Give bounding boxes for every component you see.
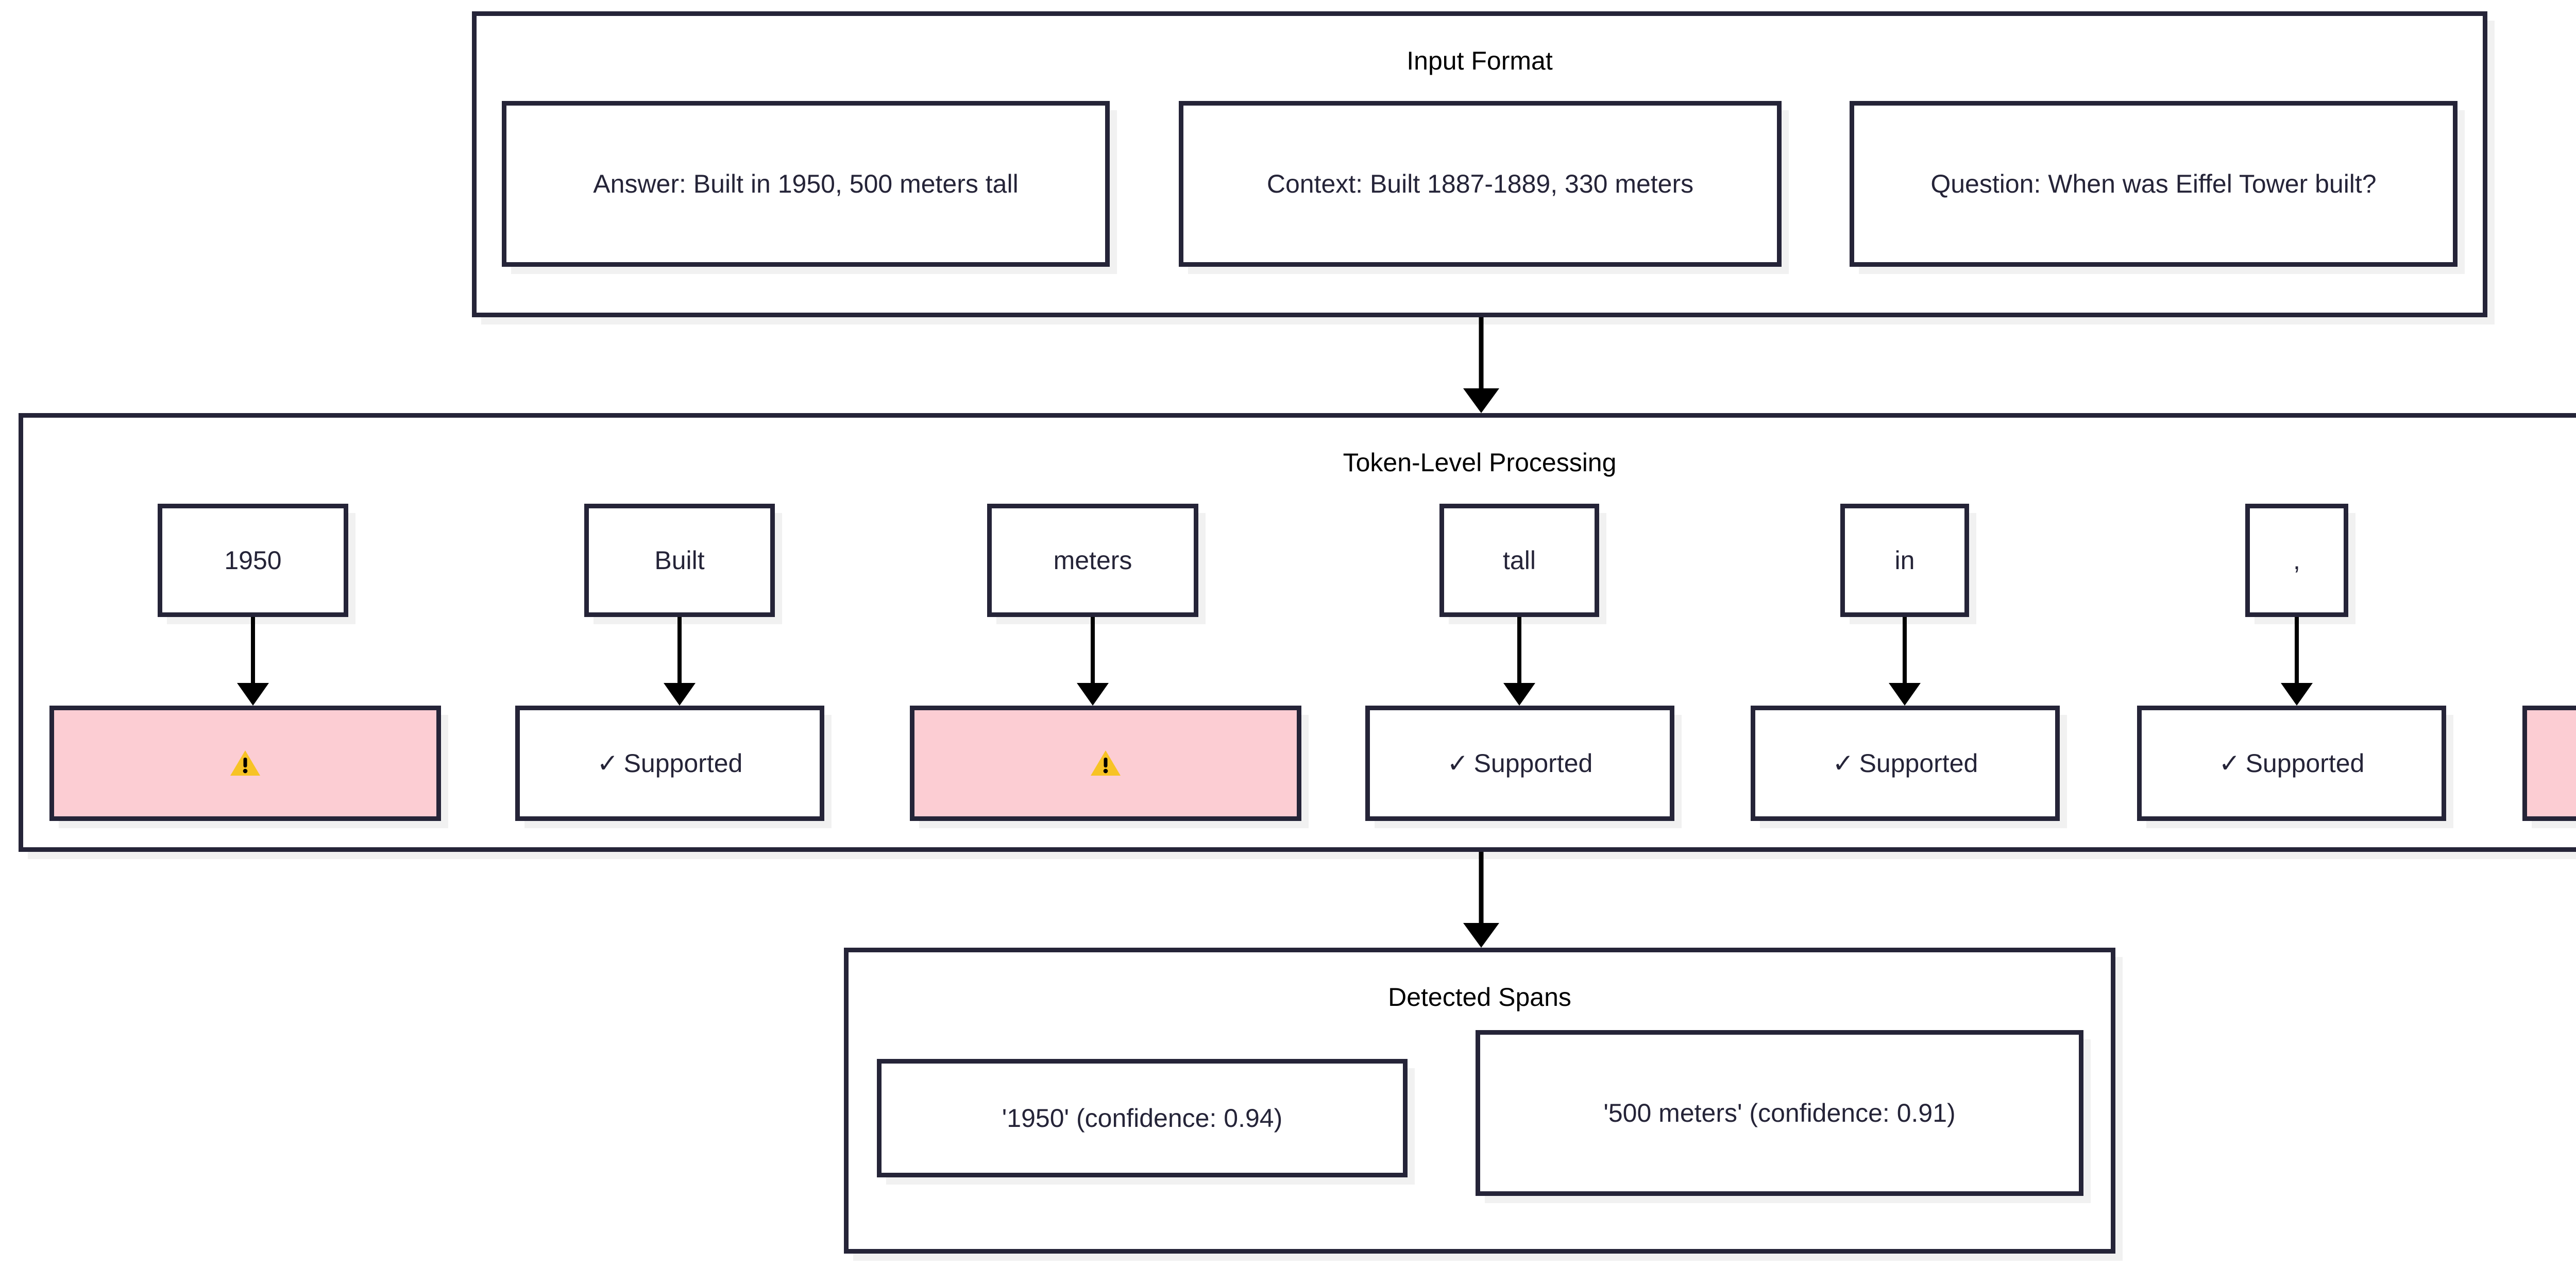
status-label: Supported xyxy=(2245,748,2365,778)
arrow-head xyxy=(237,683,269,706)
detected-span-box[interactable]: '1950' (confidence: 0.94) xyxy=(877,1059,1408,1177)
warning-triangle-icon xyxy=(229,749,261,778)
token-label: meters xyxy=(1053,545,1132,575)
input-question-label: Question: When was Eiffel Tower built? xyxy=(1930,169,2377,198)
arrow-head xyxy=(2281,683,2313,706)
cluster-input-format-title: Input Format xyxy=(1406,46,1553,75)
arrow-input-to-tokens xyxy=(1461,317,1502,413)
check-icon: ✓ xyxy=(2218,748,2241,778)
status-box-warning[interactable] xyxy=(49,706,441,821)
status-box-supported[interactable]: ✓ Supported xyxy=(1365,706,1674,821)
arrow-head xyxy=(1077,683,1109,706)
token-label: , xyxy=(2293,545,2300,575)
arrow-head xyxy=(1889,683,1921,706)
arrow-shaft xyxy=(1479,317,1484,389)
check-icon: ✓ xyxy=(597,748,619,778)
arrow-shaft xyxy=(1517,617,1521,683)
input-question-box[interactable]: Question: When was Eiffel Tower built? xyxy=(1850,101,2458,267)
status-label: Supported xyxy=(623,748,743,778)
cluster-token-processing-title: Token-Level Processing xyxy=(1343,448,1617,477)
detected-span-label: '500 meters' (confidence: 0.91) xyxy=(1603,1098,1956,1127)
check-icon: ✓ xyxy=(1447,748,1469,778)
status-box-supported[interactable]: ✓ Supported xyxy=(2137,706,2446,821)
arrow-token-to-status xyxy=(1884,617,1925,706)
arrow-shaft xyxy=(1479,852,1484,924)
token-label: 1950 xyxy=(224,545,282,575)
arrow-token-to-status xyxy=(2276,617,2317,706)
input-answer-box[interactable]: Answer: Built in 1950, 500 meters tall xyxy=(502,101,1110,267)
arrow-token-to-status xyxy=(659,617,700,706)
input-context-box[interactable]: Context: Built 1887-1889, 330 meters xyxy=(1179,101,1782,267)
detected-span-label: '1950' (confidence: 0.94) xyxy=(1002,1103,1283,1133)
token-label: tall xyxy=(1503,545,1536,575)
token-box[interactable]: meters xyxy=(987,504,1198,617)
arrow-shaft xyxy=(251,617,255,683)
status-label: Supported xyxy=(1473,748,1593,778)
detected-span-box[interactable]: '500 meters' (confidence: 0.91) xyxy=(1476,1030,2083,1196)
token-box[interactable]: tall xyxy=(1439,504,1599,617)
arrow-token-to-status xyxy=(1072,617,1113,706)
status-box-supported[interactable]: ✓ Supported xyxy=(1751,706,2060,821)
arrow-tokens-to-spans xyxy=(1461,852,1502,948)
arrow-shaft xyxy=(1903,617,1907,683)
arrow-token-to-status xyxy=(232,617,274,706)
token-label: in xyxy=(1894,545,1915,575)
warning-triangle-icon xyxy=(1090,749,1122,778)
arrow-shaft xyxy=(1091,617,1095,683)
arrow-shaft xyxy=(2295,617,2299,683)
token-box[interactable]: in xyxy=(1840,504,1969,617)
input-answer-label: Answer: Built in 1950, 500 meters tall xyxy=(593,169,1019,198)
input-context-label: Context: Built 1887-1889, 330 meters xyxy=(1266,169,1694,198)
token-label: Built xyxy=(654,545,705,575)
arrow-head xyxy=(1503,683,1535,706)
arrow-head xyxy=(1463,923,1499,948)
arrow-head xyxy=(1463,388,1499,413)
token-box[interactable]: , xyxy=(2245,504,2348,617)
status-label: Supported xyxy=(1859,748,1978,778)
token-box[interactable]: Built xyxy=(584,504,775,617)
check-icon: ✓ xyxy=(1832,748,1854,778)
token-box[interactable]: 1950 xyxy=(158,504,348,617)
status-box-warning[interactable] xyxy=(910,706,1301,821)
cluster-detected-spans-title: Detected Spans xyxy=(1388,983,1571,1012)
arrow-head xyxy=(664,683,696,706)
arrow-shaft xyxy=(677,617,682,683)
arrow-token-to-status xyxy=(1499,617,1540,706)
status-box-warning[interactable] xyxy=(2522,706,2576,821)
status-box-supported[interactable]: ✓ Supported xyxy=(515,706,824,821)
